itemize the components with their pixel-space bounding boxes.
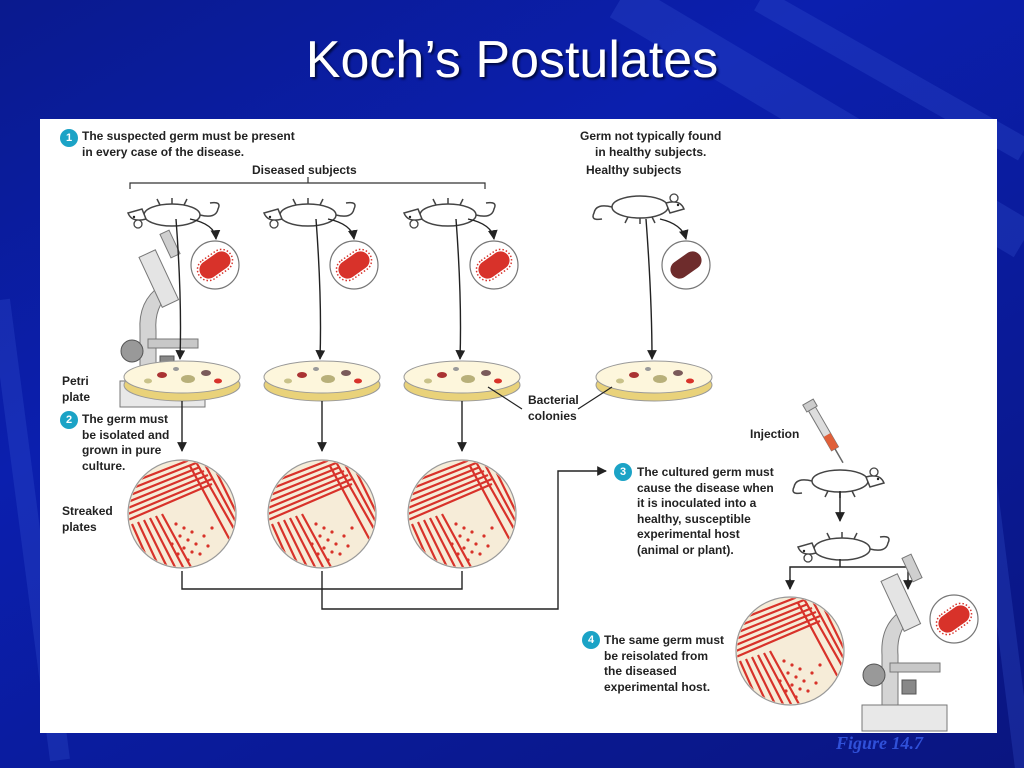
step-4-line-3: the diseased	[604, 664, 677, 678]
step-4-badge: 4	[582, 631, 600, 649]
step-3-badge: 3	[614, 463, 632, 481]
step-2-badge: 2	[60, 411, 78, 429]
step-3-line-5: experimental host	[637, 527, 740, 541]
germ-not-found-line-1: Germ not typically found	[580, 129, 722, 143]
bacterial-colonies-line-1: Bacterial	[528, 393, 579, 407]
injection-label: Injection	[750, 427, 800, 441]
streaked-plates-label: Streaked plates	[62, 504, 113, 535]
step-3-line-6: (animal or plant).	[637, 542, 734, 557]
streaked-plates-line-1: Streaked	[62, 504, 113, 518]
slide-title: Koch’s Postulates	[305, 31, 719, 89]
figure-caption: Figure 14.7	[836, 733, 924, 753]
step-3-line-3: it is inoculated into a	[637, 496, 757, 510]
step-2-line-1: The germ must	[82, 412, 169, 426]
germ-not-found-text: Germ not typically found in healthy subj…	[580, 129, 721, 160]
step-1-badge: 1	[60, 129, 78, 147]
step-2-line-2: be isolated and	[82, 427, 170, 442]
step-3-line-1: The cultured germ must	[637, 465, 774, 479]
petri-plate-line-2: plate	[62, 389, 91, 404]
step-3-line-2: cause the disease when	[637, 480, 774, 495]
step-1-line-2: in every case of the disease.	[82, 144, 245, 159]
step-2-line-3: grown in pure	[82, 443, 162, 457]
diseased-subjects-label: Diseased subjects	[252, 163, 357, 177]
diagram-artwork	[119, 177, 979, 732]
streaked-plates-line-2: plates	[62, 519, 97, 534]
germ-not-found-line-2: in healthy subjects.	[594, 144, 707, 159]
step-3-line-4: healthy, susceptible	[637, 511, 751, 526]
petri-plate-line-1: Petri	[62, 374, 89, 388]
petri-plate-label: Petri plate	[62, 374, 90, 405]
step-4-line-1: The same germ must	[604, 633, 725, 647]
step-1-text: The suspected germ must be present in ev…	[82, 129, 295, 160]
step-4-text: The same germ must be reisolated from th…	[604, 633, 724, 695]
step-2-line-4: culture.	[82, 458, 126, 473]
step-4-line-2: be reisolated from	[604, 648, 709, 663]
step-2-text: The germ must be isolated and grown in p…	[82, 412, 169, 474]
koch-postulates-diagram: 1 The suspected germ must be present in …	[40, 119, 997, 733]
step-1-line-1: The suspected germ must be present	[82, 129, 295, 143]
bacterial-colonies-label: Bacterial colonies	[528, 393, 579, 424]
bacterial-colonies-line-2: colonies	[528, 408, 577, 423]
step-4-line-4: experimental host.	[604, 679, 711, 694]
healthy-subjects-label: Healthy subjects	[586, 163, 682, 177]
step-3-text: The cultured germ must cause the disease…	[637, 465, 774, 558]
